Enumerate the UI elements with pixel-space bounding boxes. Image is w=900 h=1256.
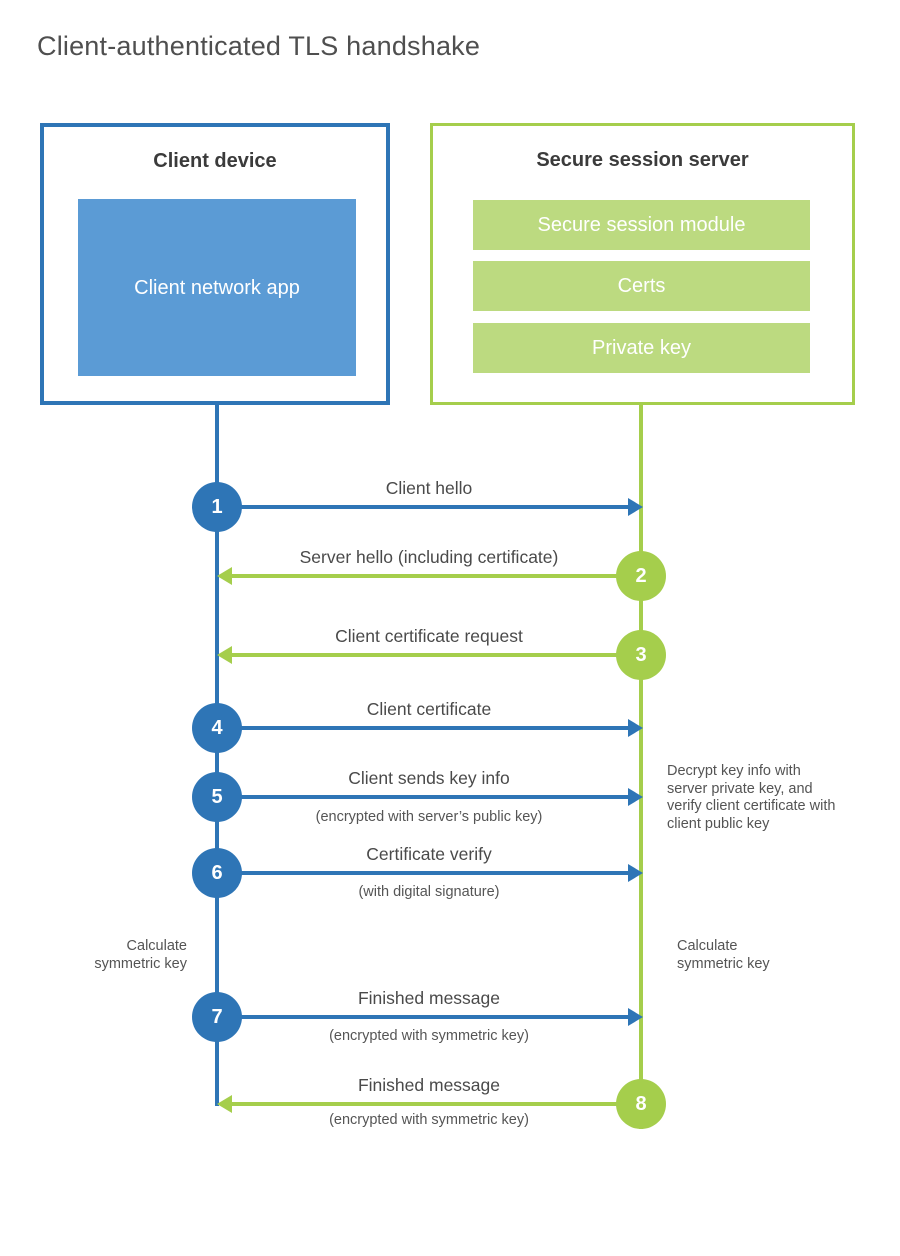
step-2-arrow-line — [231, 574, 641, 578]
step-8-number: 8 — [635, 1092, 647, 1115]
step-3-label: Client certificate request — [335, 626, 523, 646]
step-7-sublabel: (encrypted with symmetric key) — [329, 1028, 529, 1044]
step-6-label: Certificate verify — [366, 844, 492, 864]
server-lifeline — [639, 405, 643, 1129]
step-7-number: 7 — [211, 1005, 223, 1028]
step-7-circle: 7 — [192, 992, 242, 1042]
step-2-circle: 2 — [616, 551, 666, 601]
secure-session-server-title: Secure session server — [536, 149, 749, 171]
step-8-arrowhead-icon — [217, 1095, 232, 1113]
step-2-number: 2 — [635, 564, 647, 587]
step-1-number: 1 — [211, 495, 223, 518]
step-3-number: 3 — [635, 643, 647, 666]
step-5-circle: 5 — [192, 772, 242, 822]
step-1-label: Client hello — [385, 478, 473, 498]
step-6-number: 6 — [211, 861, 223, 884]
step-6-circle: 6 — [192, 848, 242, 898]
step-5-arrowhead-icon — [628, 788, 643, 806]
step-4-circle: 4 — [192, 703, 242, 753]
step-5-number: 5 — [211, 785, 223, 808]
step-6-sublabel: (with digital signature) — [358, 884, 500, 900]
step-7-arrowhead-icon — [628, 1008, 643, 1026]
step-1-arrowhead-icon — [628, 498, 643, 516]
calculate-symmetric-key-note-server: Calculate symmetric key — [677, 938, 770, 972]
client-network-app-box: Client network app — [78, 199, 356, 376]
decrypt-key-note: Decrypt key info with server private key… — [667, 763, 836, 832]
server-module-certs: Certs — [473, 261, 810, 311]
step-3-arrowhead-icon — [217, 646, 232, 664]
step-1-circle: 1 — [192, 482, 242, 532]
step-6-arrow-line — [217, 871, 629, 875]
step-8-arrow-line — [231, 1102, 641, 1106]
step-7-arrow-line — [217, 1015, 629, 1019]
step-5-label: Client sends key info — [348, 768, 510, 788]
step-2-arrowhead-icon — [217, 567, 232, 585]
step-4-arrowhead-icon — [628, 719, 643, 737]
calculate-symmetric-key-note-client: Calculate symmetric key — [94, 938, 187, 972]
step-4-number: 4 — [211, 716, 223, 739]
step-3-arrow-line — [231, 653, 641, 657]
client-network-app-label: Client network app — [134, 276, 300, 299]
step-8-sublabel: (encrypted with symmetric key) — [329, 1112, 529, 1128]
step-1-arrow-line — [217, 505, 629, 509]
step-4-label: Client certificate — [366, 699, 492, 719]
server-module-secure-session: Secure session module — [473, 200, 810, 250]
step-5-arrow-line — [217, 795, 629, 799]
step-3-circle: 3 — [616, 630, 666, 680]
step-8-circle: 8 — [616, 1079, 666, 1129]
client-device-title: Client device — [153, 150, 277, 172]
step-4-arrow-line — [217, 726, 629, 730]
client-lifeline — [215, 405, 219, 1106]
step-8-label: Finished message — [357, 1075, 501, 1095]
server-module-private-key: Private key — [473, 323, 810, 373]
page-title: Client-authenticated TLS handshake — [37, 31, 481, 61]
step-2-label: Server hello (including certificate) — [299, 547, 559, 567]
step-7-label: Finished message — [357, 988, 501, 1008]
step-5-sublabel: (encrypted with server’s public key) — [315, 809, 543, 825]
step-6-arrowhead-icon — [628, 864, 643, 882]
